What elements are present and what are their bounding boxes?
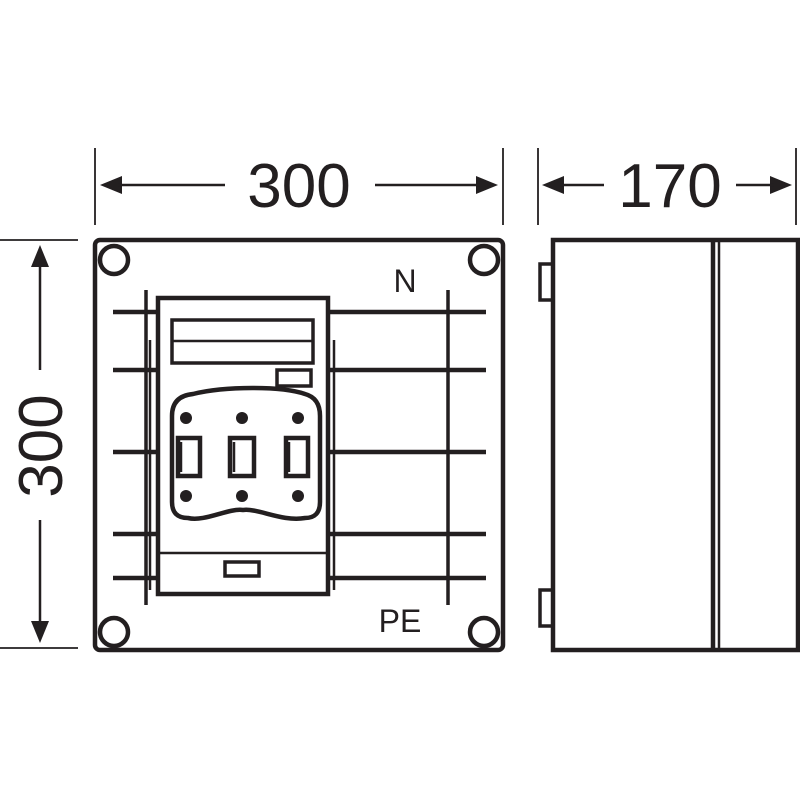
width-arrow-left (100, 176, 122, 194)
corner-screw-bottom-left (97, 615, 131, 649)
height-arrow-bottom (31, 621, 49, 643)
front-view: N PE (92, 237, 506, 653)
front-enclosure-outline (92, 237, 506, 653)
bottom-release-tab (223, 560, 261, 578)
neutral-label: N (393, 263, 416, 299)
fuse-cover (169, 385, 323, 521)
status-indicator (275, 368, 313, 388)
depth-dimension: 170 (537, 148, 797, 225)
contact-dot-bottom-3 (292, 490, 304, 502)
contact-dot-bottom-1 (180, 490, 192, 502)
corner-screw-bottom-right (467, 615, 501, 649)
fuse-switch-body (155, 295, 331, 597)
contact-dot-top-3 (292, 412, 304, 424)
side-view (538, 237, 800, 653)
width-arrow-right (476, 176, 498, 194)
contact-dot-bottom-2 (236, 490, 248, 502)
width-dimension: 300 (94, 148, 504, 225)
height-arrow-top (31, 245, 49, 267)
corner-screw-top-right (467, 243, 501, 277)
depth-arrow-right (770, 176, 792, 194)
side-hinge-top (538, 262, 555, 302)
contact-dot-top-2 (236, 412, 248, 424)
contact-dot-top-1 (180, 412, 192, 424)
fuse-slot-2 (227, 435, 257, 479)
depth-arrow-left (542, 176, 564, 194)
side-hinge-bottom (538, 588, 555, 628)
depth-dimension-value: 170 (618, 152, 721, 221)
corner-screw-top-left (97, 243, 131, 277)
fuse-slot-1 (175, 435, 203, 479)
height-dimension-value: 300 (7, 394, 76, 497)
width-dimension-value: 300 (247, 152, 350, 221)
fuse-slot-3 (283, 435, 311, 479)
height-dimension: 300 (0, 239, 78, 649)
protective-earth-label: PE (379, 603, 422, 639)
side-enclosure-outline (550, 237, 800, 653)
